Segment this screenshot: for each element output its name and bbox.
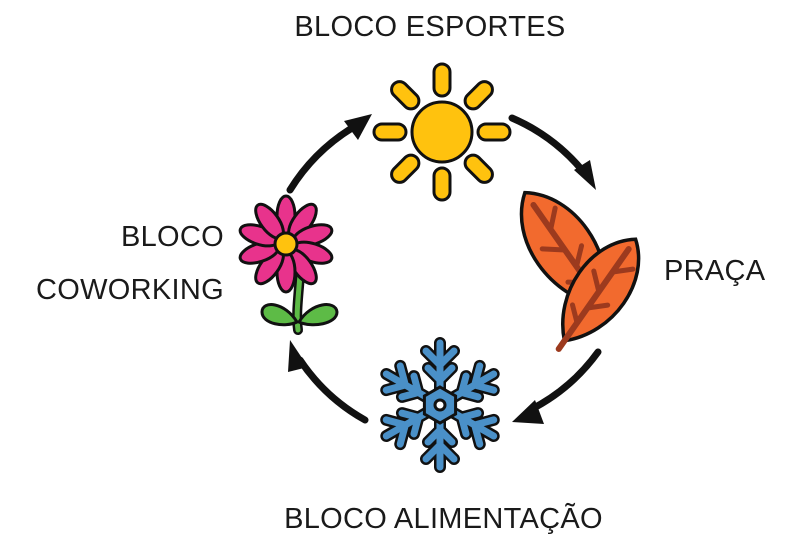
stage-label-bloco-coworking-line2: COWORKING [36,274,224,306]
arrow-right-to-bottom [526,348,602,414]
stage-label-bloco-alimentacao: BLOCO ALIMENTAÇÃO [284,503,603,535]
arrowhead-right-to-bottom [512,400,544,424]
stage-label-praca: PRAÇA [664,255,766,287]
flower-icon [238,194,339,335]
arrowhead-left-to-top [344,114,372,140]
cycle-arrows [286,114,602,424]
arrowhead-top-to-right [574,160,596,190]
arrowhead-bottom-to-left [288,340,308,372]
arrow-top-to-right [508,114,586,174]
snowflake-icon [379,337,500,467]
arrow-bottom-to-left [296,356,369,424]
stage-label-bloco-esportes: BLOCO ESPORTES [294,11,566,43]
stage-label-bloco-coworking: BLOCO COWORKING [0,211,224,317]
leaves-icon [519,190,641,352]
arrow-left-to-top [286,124,356,194]
stage-label-bloco-coworking-line1: BLOCO [120,221,224,253]
sun-icon [372,62,512,202]
